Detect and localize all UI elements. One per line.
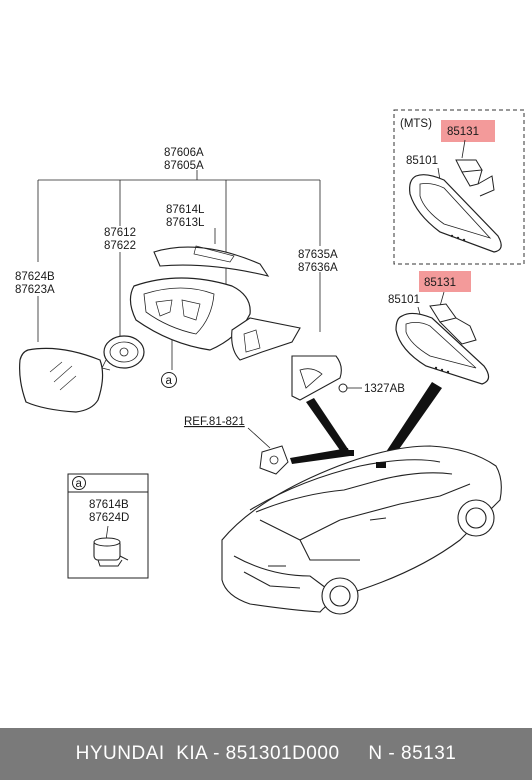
mts-dashed-box [393, 109, 525, 265]
mirror-housing [129, 277, 251, 370]
highlight-85131-mid [419, 271, 471, 292]
mirror-glass [19, 347, 104, 413]
label-85101-top[interactable]: 85101 [406, 155, 438, 167]
mirror-actuator [101, 335, 145, 371]
label-87635A[interactable]: 87635A [298, 249, 338, 261]
footer-text: HYUNDAI KIA - 851301D000 N - 85131 [75, 743, 457, 764]
label-87614B[interactable]: 87614B [89, 499, 129, 511]
pointer-ref [290, 448, 350, 464]
pointer-inside-mirror [382, 382, 442, 462]
label-bracket-lines [37, 170, 321, 342]
label-87622[interactable]: 87622 [104, 240, 136, 252]
part-number-footer: HYUNDAI KIA - 851301D000 N - 85131 [0, 728, 532, 780]
label-1327AB[interactable]: 1327AB [364, 383, 405, 395]
label-87614L[interactable]: 87614L [166, 204, 205, 216]
ref-switch-part [259, 445, 289, 475]
label-85101-mid[interactable]: 85101 [388, 294, 420, 306]
car-side-marker [344, 450, 354, 456]
label-85131-mid[interactable]: 85131 [424, 277, 456, 289]
label-87613L[interactable]: 87613L [166, 217, 205, 229]
label-87612[interactable]: 87612 [104, 227, 136, 239]
parts-diagram: (MTS) 85131 85131 85101 85101 [15, 109, 525, 615]
callout-circle [161, 372, 177, 388]
car-mirror-marker [376, 462, 386, 468]
callout-a: a [166, 375, 173, 387]
screw-1327AB [338, 383, 362, 393]
pointer-outside-mirror [306, 398, 350, 456]
inside-mirror-mts [409, 159, 502, 253]
scalp-cover [153, 245, 270, 277]
car-illustration [221, 445, 502, 615]
mirror-base [231, 317, 301, 361]
label-mts: (MTS) [400, 118, 432, 130]
label-87605A[interactable]: 87605A [164, 160, 204, 172]
label-87624D[interactable]: 87624D [89, 512, 129, 524]
inset-motor-part [93, 537, 129, 567]
highlight-85131-top [441, 120, 495, 142]
label-87606A[interactable]: 87606A [164, 147, 204, 159]
inset-callout-a: a [76, 478, 83, 490]
inner-cover [291, 355, 342, 401]
label-85131-top[interactable]: 85131 [447, 126, 479, 138]
label-ref-81-821[interactable]: REF.81-821 [184, 416, 245, 428]
inside-mirror [395, 303, 490, 385]
label-87636A[interactable]: 87636A [298, 262, 338, 274]
label-87623A[interactable]: 87623A [15, 284, 55, 296]
label-87624B[interactable]: 87624B [15, 271, 55, 283]
